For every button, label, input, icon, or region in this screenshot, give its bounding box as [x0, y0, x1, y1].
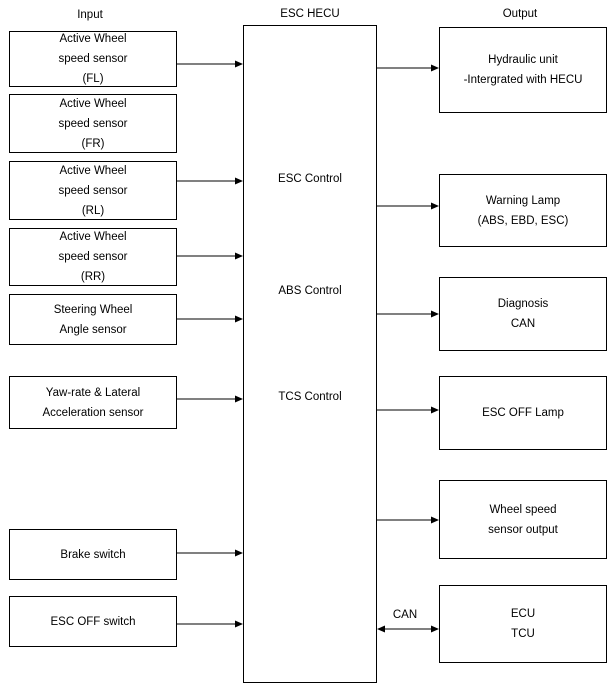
input-label: (FR) — [81, 137, 105, 150]
can-label: CAN — [392, 609, 418, 621]
input-label: speed sensor — [58, 184, 128, 197]
input-box-steering-angle: Steering Wheel Angle sensor — [9, 294, 177, 345]
input-box-wheel-speed-fl: Active Wheel speed sensor (FL) — [9, 31, 177, 87]
input-box-brake-switch: Brake switch — [9, 529, 177, 580]
output-label: (ABS, EBD, ESC) — [477, 214, 569, 227]
output-label: CAN — [510, 318, 536, 330]
abs-control-label: ABS Control — [278, 285, 342, 297]
output-box-warning-lamp: Warning Lamp (ABS, EBD, ESC) — [439, 174, 607, 247]
input-label: Acceleration sensor — [42, 406, 144, 419]
output-label: -Intergrated with HECU — [463, 74, 583, 86]
esc-control-label: ESC Control — [278, 173, 342, 185]
output-label: sensor output — [488, 523, 558, 536]
input-box-esc-off-switch: ESC OFF switch — [9, 596, 177, 647]
esc-hecu-block — [243, 25, 377, 683]
input-label: Yaw-rate & Lateral — [45, 386, 141, 399]
output-label: Diagnosis — [497, 298, 549, 310]
input-header: Input — [77, 9, 103, 21]
output-box-diagnosis: Diagnosis CAN — [439, 277, 607, 351]
output-label: Warning Lamp — [485, 194, 561, 207]
output-box-hydraulic-unit: Hydraulic unit -Intergrated with HECU — [439, 27, 607, 113]
output-box-ecu-tcu: ECU TCU — [439, 585, 607, 663]
output-label: ESC OFF Lamp — [482, 407, 564, 419]
output-label: ECU — [510, 608, 536, 620]
output-header: Output — [502, 8, 538, 20]
input-box-wheel-speed-rl: Active Wheel speed sensor (RL) — [9, 161, 177, 220]
input-label: ESC OFF switch — [50, 615, 136, 628]
input-box-yaw-rate: Yaw-rate & Lateral Acceleration sensor — [9, 376, 177, 429]
input-label: (FL) — [82, 73, 104, 85]
input-label: speed sensor — [58, 53, 128, 65]
input-box-wheel-speed-rr: Active Wheel speed sensor (RR) — [9, 228, 177, 286]
input-label: Brake switch — [60, 548, 126, 561]
input-label: Active Wheel — [59, 33, 127, 45]
input-label: Active Wheel — [59, 97, 127, 110]
input-box-wheel-speed-fr: Active Wheel speed sensor (FR) — [9, 94, 177, 153]
output-box-wheel-speed-output: Wheel speed sensor output — [439, 480, 607, 559]
input-label: Angle sensor — [59, 323, 127, 336]
output-box-esc-off-lamp: ESC OFF Lamp — [439, 376, 607, 450]
input-label: Steering Wheel — [53, 303, 133, 316]
input-label: speed sensor — [58, 117, 128, 130]
esc-hecu-header: ESC HECU — [280, 8, 340, 20]
tcs-control-label: TCS Control — [278, 391, 342, 403]
output-label: Hydraulic unit — [488, 54, 558, 66]
output-label: TCU — [511, 628, 535, 640]
input-label: (RL) — [81, 204, 105, 217]
input-label: Active Wheel — [59, 231, 127, 243]
output-label: Wheel speed — [489, 503, 557, 516]
input-label: (RR) — [80, 271, 106, 283]
input-label: Active Wheel — [59, 164, 127, 177]
input-label: speed sensor — [58, 251, 128, 263]
